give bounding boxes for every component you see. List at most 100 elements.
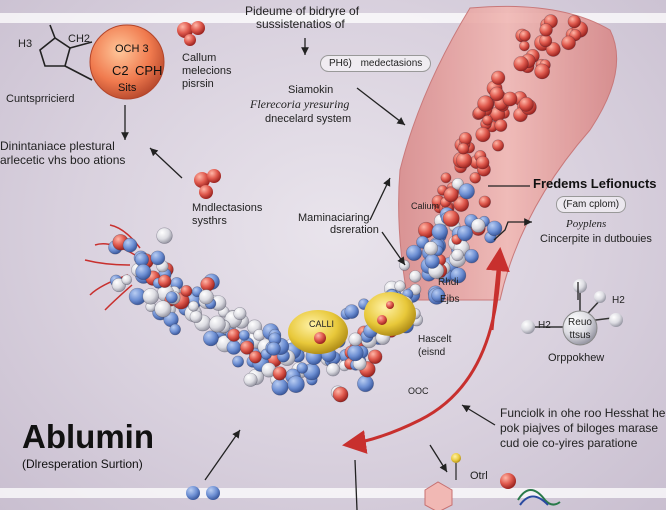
protein-sphere (450, 267, 467, 284)
vessel-red-sphere (469, 172, 481, 184)
mol-label-cph: CPH (135, 63, 162, 78)
ph6-pill: PH6) medectasions (320, 55, 432, 72)
label-callum-line1: Callum melecions pisrsin (182, 52, 232, 91)
top-band (0, 13, 666, 23)
protein-sphere (464, 248, 479, 264)
arrow-maminac (369, 177, 391, 221)
label-arlecetic: arlecetic vhs boo ations (0, 153, 126, 167)
vessel-red-sphere (567, 14, 581, 29)
vessel-red-sphere (502, 91, 518, 107)
label-pok: pok piajves of biloges marase (500, 421, 659, 435)
calcium-molecule-orb (89, 24, 165, 100)
protein-sphere (423, 241, 439, 256)
top-title-2: sussistenatios of (256, 17, 345, 31)
protein-sphere (248, 350, 262, 364)
protein-sphere (232, 355, 244, 368)
protein-sphere (135, 263, 152, 280)
label-dsreration: dsreration (330, 224, 379, 236)
protein-sphere (357, 375, 374, 393)
yellow-body-left (288, 310, 348, 354)
protein-sphere (405, 244, 423, 261)
protein-sphere (442, 210, 460, 227)
vessel-red-sphere (475, 155, 490, 170)
vessel-red-sphere (455, 152, 473, 169)
vessel-red-sphere (534, 63, 550, 80)
protein-sphere (154, 300, 172, 318)
protein-sphere (287, 375, 305, 394)
protein-sphere (458, 183, 475, 200)
bottom-band (0, 488, 666, 498)
protein-sphere (326, 362, 340, 377)
protein-sphere (443, 187, 459, 203)
label-orppokhew: Orppokhew (548, 352, 605, 364)
mol-label-ch3: OCH 3 (115, 43, 149, 55)
protein-sphere (347, 344, 364, 362)
label-rhdi: Rhdi (438, 277, 459, 288)
label-siamokin: Siamokin (288, 84, 334, 96)
ph6-text: PH6) (329, 58, 352, 69)
protein-sphere (431, 288, 446, 303)
protein-sphere (424, 253, 440, 269)
protein-sphere (156, 227, 173, 244)
protein-sphere (471, 218, 486, 233)
protein-sphere (157, 274, 172, 288)
protein-sphere (456, 225, 473, 242)
protein-sphere (150, 250, 166, 266)
label-otrl: Otrl (470, 470, 488, 482)
callum-text: Callum melecions pisrsin (182, 52, 232, 90)
albumin-protein-cluster (108, 177, 503, 403)
arrow-cincerpite (493, 218, 532, 241)
protein-sphere (169, 323, 181, 336)
vessel-red-sphere (458, 132, 472, 146)
protein-sphere (208, 315, 226, 333)
protein-sphere (486, 220, 503, 237)
label-fam-cplom: (Fam cplom) (556, 196, 627, 213)
vessel-red-sphere (519, 40, 530, 52)
protein-sphere (348, 332, 363, 347)
protein-sphere (233, 307, 247, 321)
protein-sphere (121, 274, 133, 286)
arrow-ablumin (204, 429, 241, 481)
vessel-red-sphere (519, 29, 531, 42)
vessel-red-sphere (539, 23, 553, 37)
top-title-1: Pideume of bidryre of (245, 4, 360, 18)
vessel-red-sphere (491, 70, 506, 85)
arrow-bottom-center (354, 459, 358, 510)
ring-structure (39, 24, 93, 81)
protein-sphere (165, 291, 178, 304)
medectasions-text: medectasions (360, 58, 423, 69)
mol-label-ch2: CH2 (68, 33, 90, 45)
subtitle-ablumin: (Dlresperation Surtion) (22, 457, 143, 471)
protein-sphere (271, 378, 289, 396)
label-mndlectasions: Mndlectasions systhrs (192, 202, 263, 227)
label-ejbs: Ejbs (440, 294, 460, 305)
protein-sphere (203, 330, 219, 347)
vessel-red-spheres (431, 14, 589, 216)
protein-sphere (226, 340, 242, 355)
arrow-siamokin (356, 87, 406, 126)
label-ooc: OOC (408, 386, 429, 396)
vessel-red-sphere (492, 139, 505, 152)
protein-sphere (332, 386, 349, 403)
arrow-otrl (429, 444, 448, 473)
protein-sphere (431, 223, 448, 240)
protein-sphere (188, 300, 199, 312)
protein-sphere (243, 372, 258, 387)
heading-fredems: Fredems Lefionucts (533, 176, 657, 191)
protein-sphere (266, 341, 281, 356)
vessel-red-sphere (494, 118, 508, 132)
vessel-red-sphere (518, 96, 534, 112)
arrow-funciolk (461, 404, 496, 426)
label-dnecelard: dnecelard system (265, 113, 352, 125)
protein-sphere (200, 276, 215, 292)
mol-label-sits: Sits (118, 82, 137, 94)
yellow-body-right (364, 292, 416, 336)
mol-label-h3: H3 (18, 38, 32, 50)
protein-sphere (409, 283, 422, 296)
protein-sphere (180, 285, 193, 297)
label-cincerpite: Cincerpite in dutbouies (540, 233, 652, 245)
label-cuntsprricierd: Cuntsprricierd (6, 93, 75, 105)
label-h2-left: H2 (538, 320, 551, 331)
label-hascelt: Hascelt (eisnd (418, 334, 452, 358)
mol-label-c2: C2 (112, 63, 129, 78)
